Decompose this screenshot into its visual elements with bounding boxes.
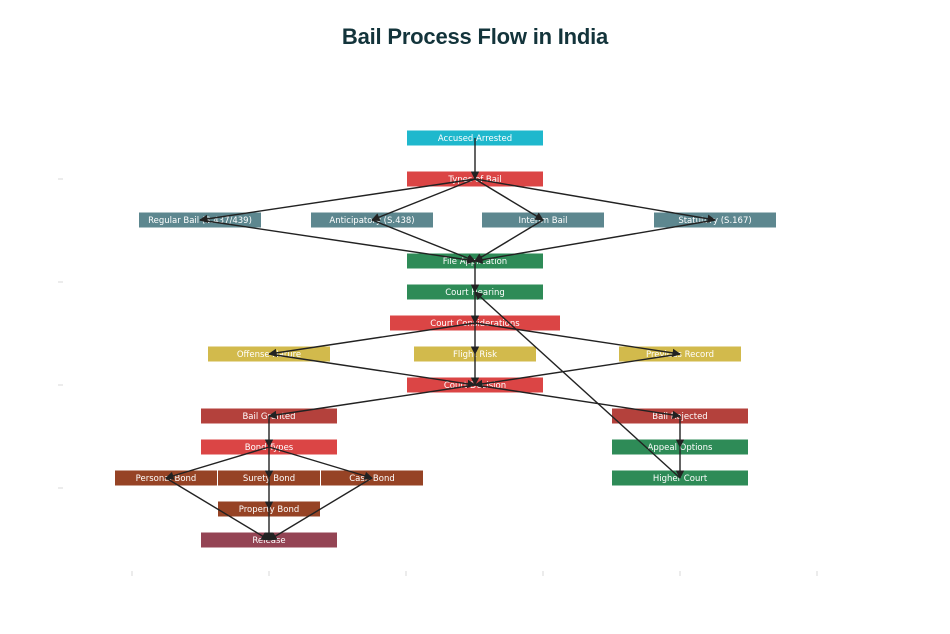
edge-bond-types-to-personal-bond — [165, 446, 270, 480]
edge-statutory-to-file-application — [474, 219, 716, 264]
edge-court-decision-to-bail-granted — [268, 384, 476, 420]
node-label: Offense Nature — [237, 350, 301, 360]
edge-types-of-bail-to-statutory — [474, 178, 716, 223]
node-label: Interim Bail — [518, 216, 567, 226]
axis-ticks — [58, 178, 818, 576]
edge-regular-bail-to-file-application — [199, 219, 476, 265]
edge-higher-court-to-court-hearing — [474, 291, 681, 479]
edge-cash-bond-to-release — [268, 477, 373, 541]
edge-court-decision-to-bail-rejected — [474, 384, 681, 420]
edge-anticipatory-to-file-application — [371, 219, 476, 263]
node-label: Regular Bail (S.437/439) — [148, 216, 252, 226]
node-label: Release — [252, 536, 285, 546]
node-label: Cash Bond — [349, 474, 394, 484]
edge-types-of-bail-to-regular-bail — [199, 178, 476, 224]
node-label: Higher Court — [653, 474, 708, 484]
node-label: Previous Record — [646, 350, 714, 360]
node-label: Personal Bond — [136, 474, 197, 484]
edge-court-considerations-to-previous-record — [474, 322, 681, 358]
node-label: Types of Bail — [447, 175, 501, 185]
node-label: Anticipatory (S.438) — [329, 216, 414, 226]
edge-interim-bail-to-file-application — [474, 219, 544, 262]
edge-bond-types-to-cash-bond — [268, 446, 373, 480]
edge-previous-record-to-court-decision — [474, 353, 681, 389]
edge-offense-nature-to-court-decision — [268, 353, 476, 389]
edge-personal-bond-to-release — [165, 477, 270, 541]
edge-types-of-bail-to-interim-bail — [474, 178, 544, 221]
edge-court-considerations-to-offense-nature — [268, 322, 476, 358]
diagram-title: Bail Process Flow in India — [341, 24, 609, 49]
edge-types-of-bail-to-anticipatory — [371, 178, 476, 222]
